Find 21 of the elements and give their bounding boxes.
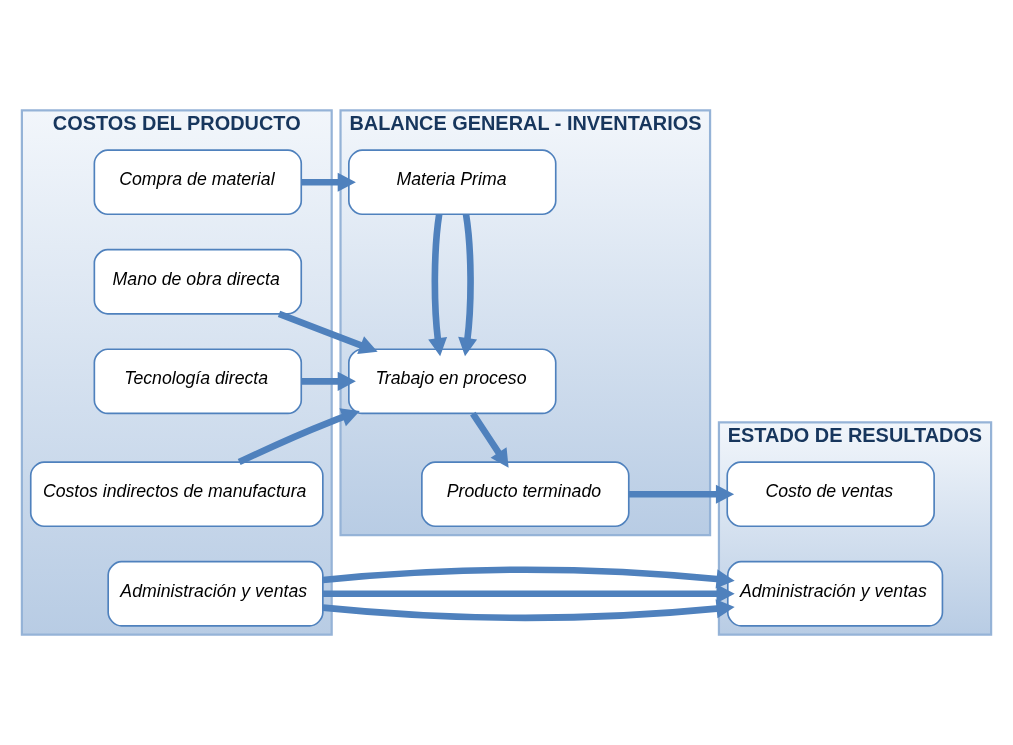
node-box: Tecnología directa [93,348,303,415]
node-box: Compra de material [93,149,303,216]
node-box: Costo de ventas [726,461,935,528]
node-box: Administración y ventas [107,560,324,627]
arrow [301,371,356,391]
arrow [628,484,735,504]
arrow [322,566,735,589]
arrow [277,310,378,355]
node-box: Trabajo en proceso [348,348,557,415]
arrow [322,599,735,622]
node-box: Mano de obra directa [93,248,303,315]
arrow [237,408,360,466]
arrow [458,214,478,357]
node-box: Administración y ventas [726,560,944,627]
arrow [470,411,509,468]
arrow [301,172,356,192]
arrow [428,214,448,357]
node-box: Producto terminado [421,461,630,528]
arrow [322,584,735,604]
node-box: Costos indirectos de manufactura [29,461,324,528]
node-box: Materia Prima [348,149,557,216]
